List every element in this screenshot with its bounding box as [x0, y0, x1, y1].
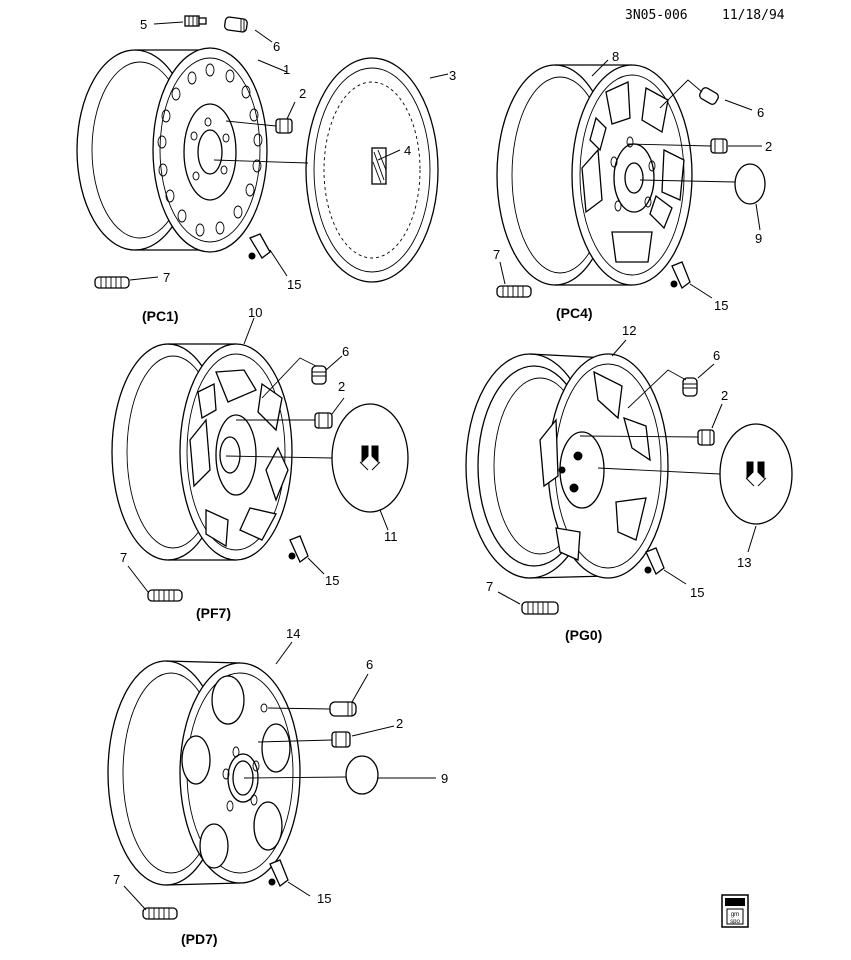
badge-gm: gm	[731, 912, 739, 918]
lug-nut-icon	[697, 429, 715, 446]
diagram-date: 11/18/94	[722, 8, 785, 23]
wheel-pc1-hub	[183, 103, 237, 201]
pc4-callout-7: 7	[493, 247, 500, 262]
wheel-stud-icon	[521, 601, 559, 615]
wheel-stud-icon	[496, 285, 532, 298]
pf7-callout-15: 15	[325, 573, 339, 588]
valve-stem-icon	[224, 16, 248, 33]
wheel-pg0-spoke-windows	[539, 370, 651, 561]
lug-nut-icon	[331, 731, 351, 748]
caption-pc1: (PC1)	[142, 308, 179, 324]
pc1-callout-6: 6	[273, 39, 280, 54]
pc1-callout-2: 2	[299, 86, 306, 101]
caption-pd7: (PD7)	[181, 931, 218, 947]
pf7-callout-11: 11	[384, 529, 398, 544]
pc1-callout-15: 15	[287, 277, 301, 292]
pg0-callout-6: 6	[713, 348, 720, 363]
wheel-pc1-face	[152, 47, 268, 253]
pf7-callout-10: 10	[248, 305, 262, 320]
pg0-callout-15: 15	[690, 585, 704, 600]
pc1-callout-4: 4	[404, 143, 411, 158]
lug-nut-icon	[314, 412, 333, 429]
center-cap-icon	[734, 163, 766, 205]
wheel-pf7-hub	[215, 414, 257, 496]
wheel-pg0-group: 12 6 2 13 7 15 (PG0)	[465, 323, 793, 643]
caption-pf7: (PF7)	[196, 605, 231, 621]
wheel-pc1-center-bore	[197, 129, 223, 175]
wheel-stud-icon	[147, 589, 183, 602]
pc1-callout-7: 7	[163, 270, 170, 285]
pc1-callout-1: 1	[283, 62, 290, 77]
pc4-callout-6: 6	[757, 105, 764, 120]
pc1-callout-5: 5	[140, 17, 147, 32]
wheel-pc1-group: 5 6 1 2 3 4 7 15 (PC1)	[76, 15, 456, 324]
center-cap-icon	[345, 755, 379, 795]
pc4-callout-15: 15	[714, 298, 728, 313]
wheel-pc4-group: 8 6 2 9 7 15 (PC4)	[493, 49, 772, 321]
gm-spo-badge: gm spo	[721, 894, 749, 928]
pd7-callout-2: 2	[396, 716, 403, 731]
caption-pg0: (PG0)	[565, 627, 602, 643]
badge-spo: spo	[730, 919, 740, 925]
pg0-callout-12: 12	[622, 323, 636, 338]
wheel-stud-icon	[142, 907, 178, 920]
pc4-callout-9: 9	[755, 231, 762, 246]
balance-weight-icon	[248, 233, 271, 260]
valve-cap-icon	[184, 15, 207, 27]
wheel-pf7-group: 10 6 2 11 7 15 (PF7)	[111, 305, 409, 621]
wheel-stud-icon	[94, 276, 130, 289]
pg0-callout-13: 13	[737, 555, 751, 570]
diagram-code: 3N05-006	[625, 8, 688, 23]
wheel-pd7-group: 14 6 2 9 7 15 (PD7)	[107, 626, 448, 947]
wheel-pd7-spoke-windows	[181, 675, 291, 869]
pf7-callout-7: 7	[120, 550, 127, 565]
lug-nut-icon	[275, 118, 293, 134]
valve-stem-icon	[311, 365, 327, 385]
pd7-callout-6: 6	[366, 657, 373, 672]
balance-weight-icon	[288, 535, 309, 564]
pd7-callout-9: 9	[441, 771, 448, 786]
balance-weight-icon	[670, 261, 691, 290]
balance-weight-icon	[644, 547, 665, 576]
pc4-callout-8: 8	[612, 49, 619, 64]
lug-nut-icon	[710, 138, 728, 154]
wheel-pc1-vent-holes	[157, 63, 263, 237]
pg0-callout-7: 7	[486, 579, 493, 594]
pd7-callout-14: 14	[286, 626, 300, 641]
pc1-callout-3: 3	[449, 68, 456, 83]
pf7-callout-6: 6	[342, 344, 349, 359]
wheel-pf7-spoke-windows	[189, 369, 289, 548]
cover-emblem-icon	[371, 147, 387, 185]
balance-weight-icon	[268, 859, 289, 888]
center-cap-icon	[331, 403, 409, 513]
caption-pc4: (PC4)	[556, 305, 593, 321]
valve-stem-icon	[682, 377, 698, 397]
valve-stem-icon	[699, 87, 719, 105]
pf7-callout-2: 2	[338, 379, 345, 394]
pc4-callout-2: 2	[765, 139, 772, 154]
pd7-callout-15: 15	[317, 891, 331, 906]
pg0-callout-2: 2	[721, 388, 728, 403]
wheel-pc4-spoke-windows	[581, 81, 685, 263]
center-cap-icon	[719, 423, 793, 525]
pd7-callout-7: 7	[113, 872, 120, 887]
valve-stem-icon	[329, 701, 357, 717]
